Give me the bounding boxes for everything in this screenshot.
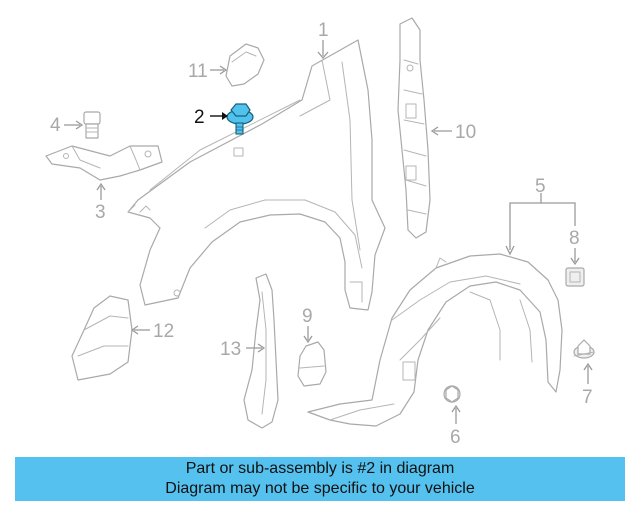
callout-11[interactable]: 11 bbox=[188, 61, 208, 82]
callout-9[interactable]: 9 bbox=[302, 306, 313, 327]
info-banner: Part or sub-assembly is #2 in diagram Di… bbox=[15, 457, 625, 501]
callout-7[interactable]: 7 bbox=[582, 387, 593, 408]
fender-bracket bbox=[397, 17, 431, 239]
banner-line-1: Part or sub-assembly is #2 in diagram bbox=[185, 460, 455, 477]
seal-9 bbox=[297, 341, 327, 387]
parts-diagram: 1 2 3 4 5 6 7 8 9 10 11 12 13 bbox=[45, 17, 595, 448]
callout-12[interactable]: 12 bbox=[153, 321, 174, 342]
fender-panel bbox=[127, 39, 386, 311]
callout-13[interactable]: 13 bbox=[220, 339, 241, 360]
screw-6 bbox=[443, 385, 461, 403]
highlighted-clip-part-2[interactable] bbox=[226, 103, 254, 135]
callout-2[interactable]: 2 bbox=[194, 107, 205, 128]
callout-10[interactable]: 10 bbox=[455, 122, 476, 143]
callout-numbers: 1 2 3 4 5 6 7 8 9 10 11 12 13 bbox=[50, 20, 593, 448]
callout-8[interactable]: 8 bbox=[569, 228, 580, 249]
callout-5[interactable]: 5 bbox=[535, 176, 546, 197]
fuel-lid-cover bbox=[225, 43, 265, 87]
banner-line-2: Diagram may not be specific to your vehi… bbox=[165, 480, 475, 497]
mounting-bracket-3 bbox=[45, 145, 163, 181]
wheelhouse-liner bbox=[307, 253, 563, 427]
callout-3[interactable]: 3 bbox=[95, 202, 106, 223]
callout-4[interactable]: 4 bbox=[50, 115, 61, 136]
callout-6[interactable]: 6 bbox=[450, 427, 461, 448]
leader-lines bbox=[64, 40, 593, 424]
callout-1[interactable]: 1 bbox=[318, 20, 329, 41]
bolt-4 bbox=[83, 111, 101, 139]
push-pin-7 bbox=[573, 339, 595, 359]
clip-8 bbox=[565, 267, 585, 287]
trim-strip-13 bbox=[243, 273, 279, 429]
splash-shield-12 bbox=[71, 295, 133, 381]
